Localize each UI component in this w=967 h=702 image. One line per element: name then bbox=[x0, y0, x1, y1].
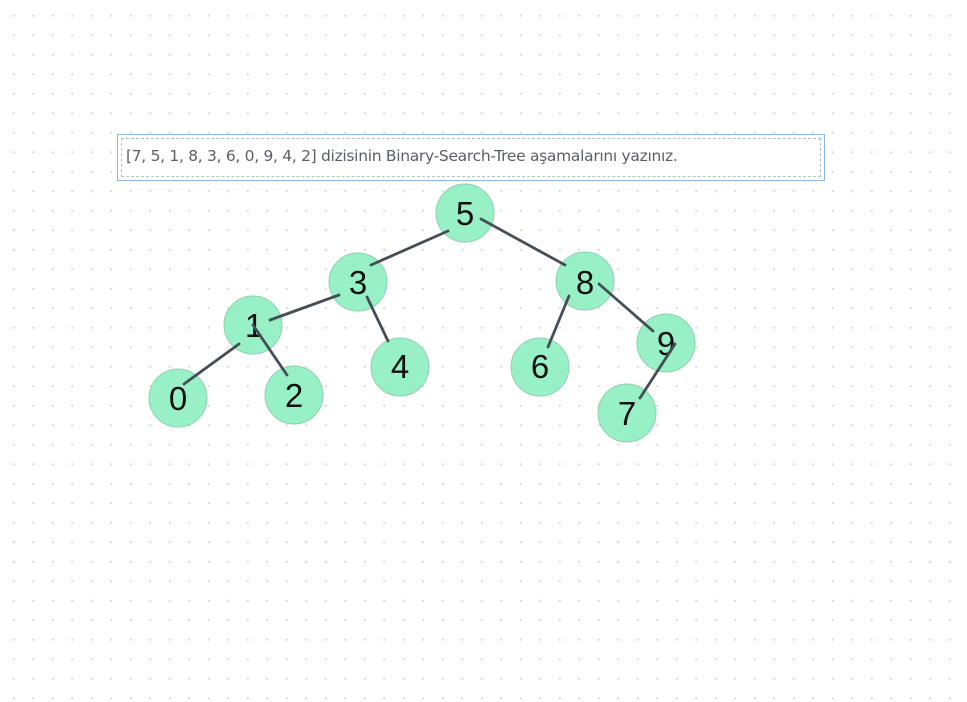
tree-node-6: 6 bbox=[511, 338, 569, 396]
tree-node-label: 8 bbox=[576, 264, 594, 301]
tree-edge-5-3 bbox=[371, 231, 448, 265]
tree-nodes: 5381469027 bbox=[149, 184, 695, 442]
tree-node-7: 7 bbox=[598, 384, 656, 442]
tree-node-8: 8 bbox=[556, 252, 614, 310]
tree-node-label: 0 bbox=[169, 380, 187, 417]
tree-edge-5-8 bbox=[481, 219, 565, 265]
tree-edge-1-0 bbox=[184, 344, 239, 384]
tree-node-0: 0 bbox=[149, 369, 207, 427]
tree-edge-8-6 bbox=[548, 296, 569, 347]
tree-edge-3-1 bbox=[270, 295, 339, 320]
tree-node-2: 2 bbox=[265, 366, 323, 424]
tree-node-4: 4 bbox=[371, 338, 429, 396]
tree-node-label: 4 bbox=[391, 348, 409, 385]
tree-node-label: 5 bbox=[456, 195, 474, 232]
tree-node-9: 9 bbox=[637, 314, 695, 372]
tree-edge-8-9 bbox=[599, 284, 653, 331]
tree-node-label: 6 bbox=[531, 348, 549, 385]
tree-node-label: 2 bbox=[285, 377, 303, 414]
tree-node-label: 7 bbox=[618, 395, 636, 432]
tree-node-label: 3 bbox=[349, 264, 367, 301]
